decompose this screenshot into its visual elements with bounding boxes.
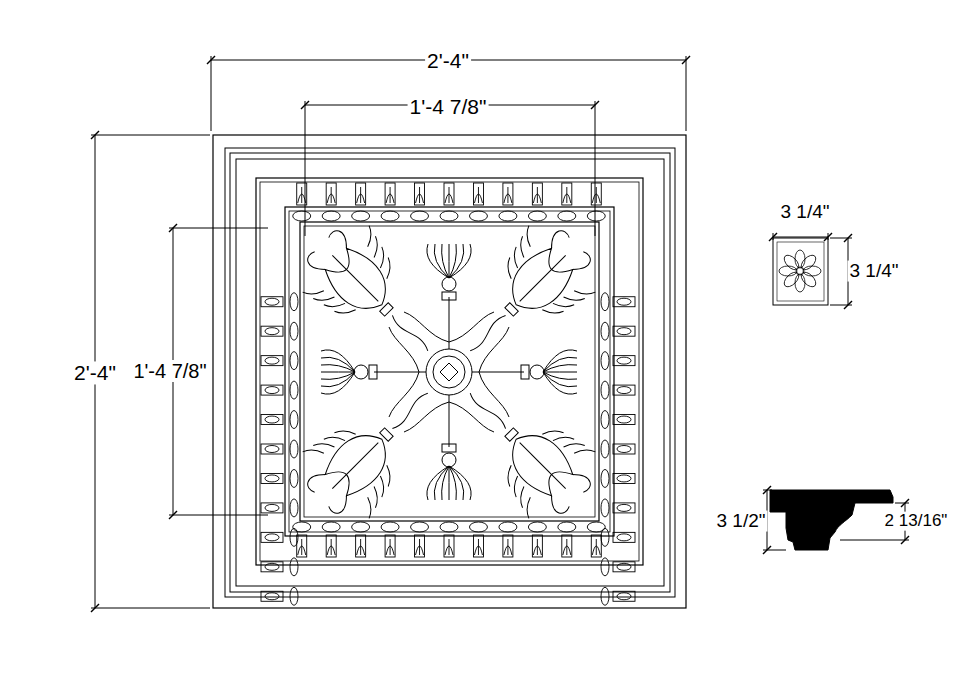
dimension-line	[211, 56, 212, 131]
dimension-line	[769, 233, 777, 241]
molding-profile	[770, 490, 893, 550]
frame-outline	[256, 178, 643, 565]
frame-outline	[773, 238, 828, 305]
dimension-line	[824, 233, 832, 241]
center-ornament	[288, 211, 611, 534]
dimension-line	[91, 604, 99, 612]
frame-outline	[225, 148, 675, 597]
dimension-label: 2 13/16"	[883, 512, 950, 531]
dimension-label: 2'-4"	[72, 361, 118, 384]
ornament-band	[261, 183, 635, 605]
dimension-line	[207, 56, 215, 64]
frame-outline	[236, 159, 664, 586]
dimension-line	[169, 228, 268, 229]
frame-outline	[260, 182, 639, 561]
dimension-label: 3 1/2"	[714, 511, 767, 532]
frame-outline	[230, 153, 670, 592]
dimension-line	[901, 499, 909, 507]
frame-outline	[289, 211, 610, 532]
dimension-line	[773, 237, 828, 238]
frame-outline	[777, 242, 824, 301]
dimension-line	[844, 234, 852, 242]
dimension-label: 3 1/4"	[847, 261, 900, 282]
dimension-line	[763, 486, 771, 494]
dimension-label: 1'-4 7/8"	[408, 95, 489, 118]
dimension-line	[901, 536, 909, 544]
dimension-line	[840, 540, 909, 541]
dimension-line	[595, 101, 596, 236]
dimension-line	[895, 503, 909, 504]
frame-outline	[213, 135, 686, 608]
dimension-line	[305, 101, 306, 236]
dimension-line	[844, 301, 852, 309]
dimension-label: 3 1/4"	[778, 202, 831, 223]
dimension-line	[169, 511, 177, 519]
dimension-line	[91, 608, 210, 609]
frame-outline	[304, 226, 595, 517]
frame-outline	[300, 222, 599, 521]
frame-outline	[285, 207, 614, 536]
dimension-label: 2'-4"	[425, 49, 471, 72]
dimension-line	[91, 131, 99, 139]
dimension-line	[682, 56, 690, 64]
dimension-line	[763, 546, 771, 554]
dimension-line	[169, 515, 268, 516]
dimension-line	[301, 101, 309, 109]
dimension-line	[169, 224, 177, 232]
dimension-label: 1'-4 7/8"	[131, 360, 208, 382]
dimension-line	[591, 101, 599, 109]
dimension-line	[91, 135, 210, 136]
dimension-line	[686, 56, 687, 131]
rosette	[779, 250, 821, 292]
